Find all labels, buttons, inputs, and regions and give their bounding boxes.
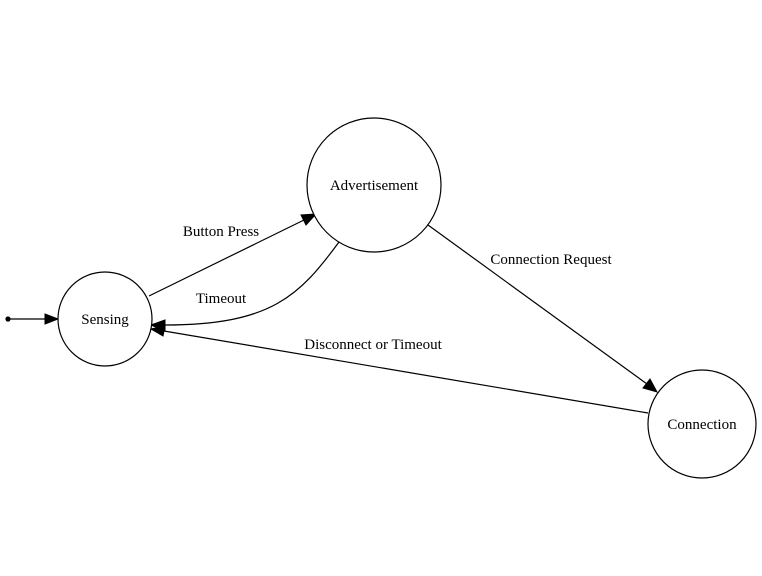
edge-connection-request-arrowhead (642, 378, 659, 393)
edge-button-press-label: Button Press (183, 224, 259, 240)
edge-connection-request-label: Connection Request (490, 252, 612, 268)
edge-timeout-label: Timeout (196, 291, 247, 307)
edge-disconnect-or-timeout-label: Disconnect or Timeout (304, 337, 442, 353)
node-sensing-label: Sensing (81, 312, 129, 328)
node-advertisement (306, 117, 442, 253)
edge-connection-request-line (427, 224, 648, 385)
node-advertisement-label: Advertisement (330, 178, 419, 194)
edge-timeout-line (164, 241, 340, 326)
initial-state-dot (5, 316, 11, 322)
node-connection (647, 369, 757, 479)
edge-button-press-arrowhead (300, 213, 318, 226)
edge-disconnect-or-timeout-line (163, 330, 649, 414)
node-connection-label: Connection (667, 417, 737, 433)
node-sensing (57, 271, 153, 367)
initial-transition-arrowhead (44, 313, 60, 325)
edge-disconnect-or-timeout-arrowhead (149, 325, 166, 337)
edge-button-press-line (148, 219, 305, 297)
